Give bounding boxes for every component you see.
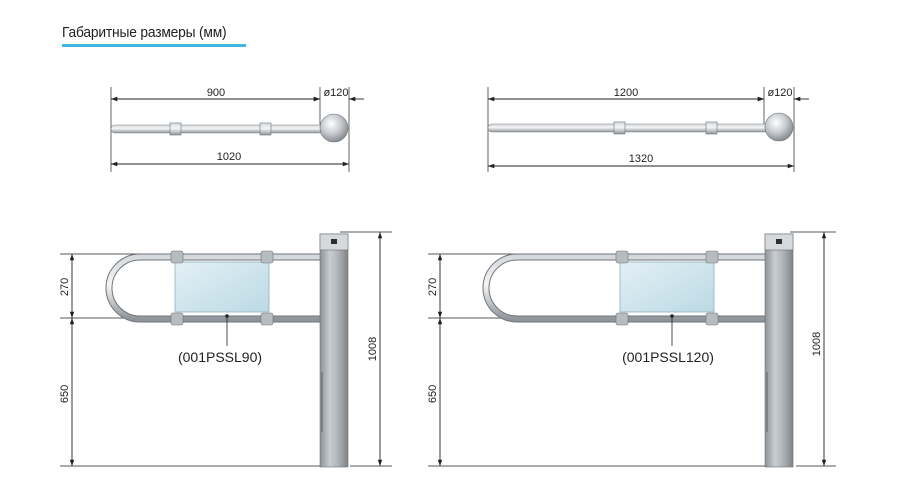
arm-clamp xyxy=(613,121,626,135)
dim-floor-height: 650 xyxy=(427,385,439,403)
clamp xyxy=(705,312,719,326)
dim-arm-height: 270 xyxy=(427,278,439,296)
arm-bar xyxy=(110,124,327,134)
plan-view-1200: 1200 ø120 1320 xyxy=(487,87,809,172)
clamp xyxy=(260,312,274,326)
dim-arm-length: 900 xyxy=(207,87,225,99)
dim-floor-height: 650 xyxy=(59,385,71,403)
page-title: Габаритные размеры (мм) xyxy=(62,24,227,41)
title-underline xyxy=(62,44,246,47)
plan-view-900: 900 ø120 1020 xyxy=(110,87,364,172)
post-indicator xyxy=(776,239,782,244)
arm-bar xyxy=(487,123,771,133)
swing-arm-loop xyxy=(483,254,766,322)
clamp xyxy=(170,250,184,264)
post-indicator xyxy=(331,239,337,244)
arm-clamp xyxy=(705,121,718,135)
clamp xyxy=(705,250,719,264)
dim-total-length: 1020 xyxy=(217,151,241,163)
model-label: (001PSSL120) xyxy=(622,349,714,365)
clamp xyxy=(260,250,274,264)
dim-diameter: ø120 xyxy=(767,87,792,99)
glass-panel xyxy=(619,261,715,313)
dim-arm-height: 270 xyxy=(59,278,71,296)
dim-total-height: 1008 xyxy=(367,337,379,361)
post-top-view xyxy=(319,113,349,143)
turnstile-post xyxy=(319,233,349,468)
clamp xyxy=(615,250,629,264)
arm-clamp xyxy=(259,122,272,136)
front-view-001PSSL120: 270 650 1008 (001PSSL120) xyxy=(427,231,836,468)
clamp xyxy=(170,312,184,326)
turnstile-post xyxy=(764,233,794,468)
dim-diameter: ø120 xyxy=(323,87,348,99)
arm-clamp xyxy=(169,122,182,136)
swing-arm-loop xyxy=(106,254,322,322)
dim-arm-length: 1200 xyxy=(614,87,638,99)
model-label: (001PSSL90) xyxy=(178,349,262,365)
front-view-001PSSL90: 270 650 1008 (001PSSL90) xyxy=(59,231,392,468)
dim-total-length: 1320 xyxy=(629,153,653,165)
glass-panel xyxy=(174,261,270,313)
dim-total-height: 1008 xyxy=(811,332,823,356)
post-top-view xyxy=(764,112,794,142)
clamp xyxy=(615,312,629,326)
